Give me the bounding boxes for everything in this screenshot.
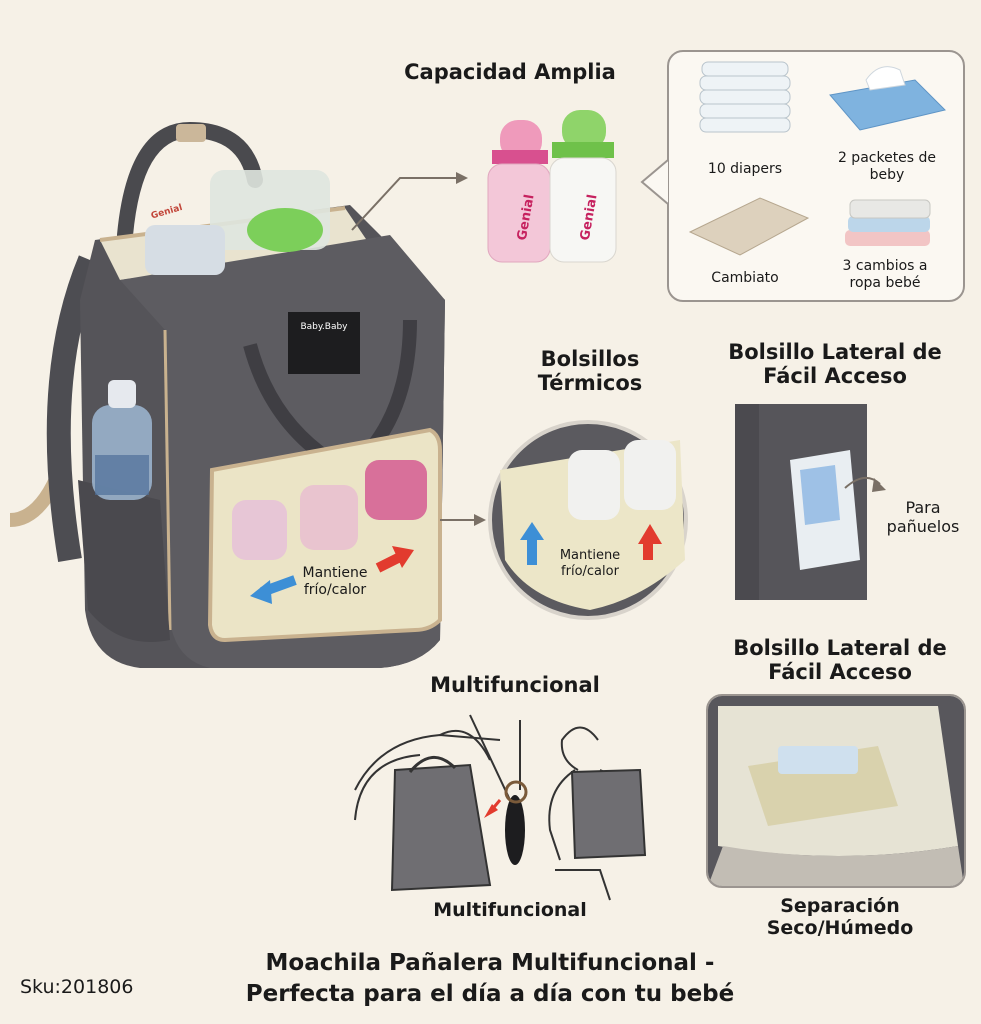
- capacity-item-clothes: 3 cambios a ropa bebé: [842, 258, 928, 291]
- bag-brand-label: Baby.Baby: [300, 322, 348, 332]
- product-title-line2: Perfecta para el día a día con tu bebé: [245, 981, 735, 1007]
- multifunction-title: Multifuncional: [430, 673, 600, 697]
- interior-photo-frame: [706, 694, 966, 888]
- interior-caption: Separación Seco/Húmedo: [766, 895, 914, 939]
- product-title-line1: Moachila Pañalera Multifuncional -: [265, 950, 715, 976]
- interior-title: Bolsillo Lateral de Fácil Acceso: [733, 636, 947, 685]
- side-pocket-title: Bolsillo Lateral de Fácil Acceso: [728, 340, 942, 389]
- thermal-callout: Mantiene frío/calor: [559, 548, 621, 579]
- capacity-item-changing-pad: Cambiato: [711, 270, 779, 286]
- interior-photo: [708, 696, 964, 886]
- multifunction-caption: Multifuncional: [433, 899, 587, 921]
- sku-label: Sku:201806: [20, 976, 134, 998]
- capacity-title: Capacidad Amplia: [404, 60, 616, 84]
- thermal-title: Bolsillos Térmicos: [537, 347, 643, 396]
- side-pocket-note: Para pañuelos: [886, 498, 960, 537]
- capacity-item-wipes: 2 packetes de beby: [837, 150, 937, 183]
- capacity-item-diapers: 10 diapers: [707, 161, 783, 177]
- bag-thermal-callout: Mantiene frío/calor: [302, 565, 368, 598]
